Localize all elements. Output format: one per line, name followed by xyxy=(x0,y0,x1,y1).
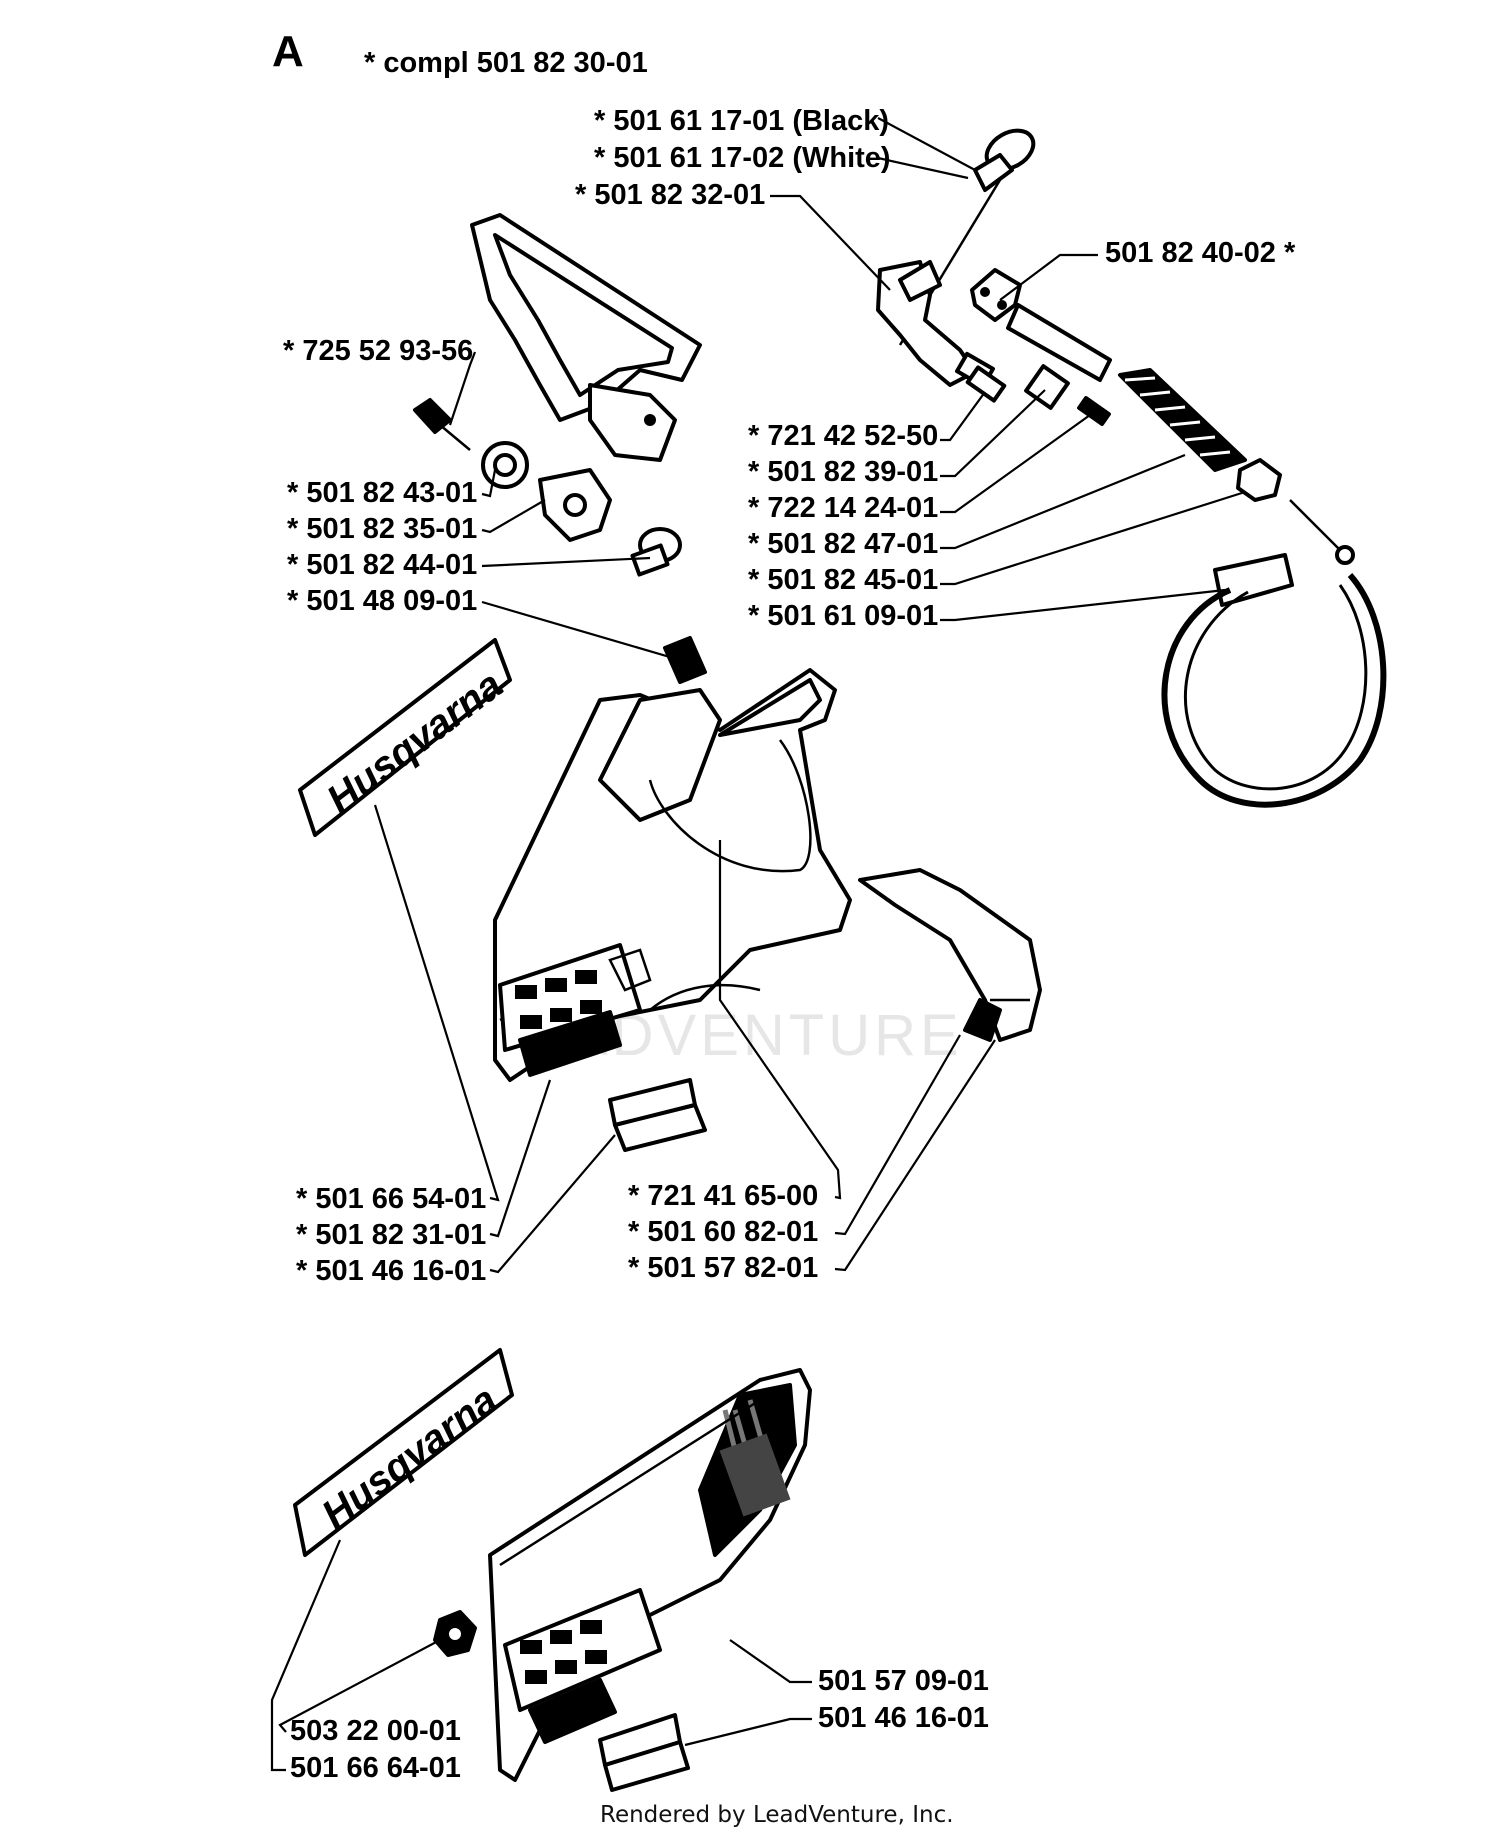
callout-501-60-82: * 501 60 82-01 xyxy=(628,1216,818,1248)
callout-721-41: * 721 41 65-00 xyxy=(628,1180,818,1212)
decal-upper-text: Husqvarna xyxy=(319,663,511,823)
callout-501-82-35: * 501 82 35-01 xyxy=(287,513,477,545)
hand-guard-part xyxy=(470,213,702,462)
callout-722-14: * 722 14 24-01 xyxy=(748,492,938,524)
callout-cover-upper: * 501 82 31-01 xyxy=(296,1219,486,1251)
pad-lower-part xyxy=(598,1713,690,1792)
leader-lines-lower xyxy=(270,1539,812,1772)
callout-501-82-44: * 501 82 44-01 xyxy=(287,549,477,581)
kit-label: * compl 501 82 30-01 xyxy=(364,47,648,79)
nut-part xyxy=(481,441,529,489)
callout-721-42: * 721 42 52-50 xyxy=(748,420,938,452)
decal-lower-text: Husqvarna xyxy=(314,1378,506,1538)
pin-part xyxy=(663,636,707,684)
callout-lever: * 501 82 32-01 xyxy=(575,179,765,211)
pad-upper-part xyxy=(608,1078,707,1152)
clutch-cover-upper-part xyxy=(493,668,852,1082)
callout-pad-lower: 501 46 16-01 xyxy=(818,1702,989,1734)
callout-pad-upper: * 501 46 16-01 xyxy=(296,1255,486,1287)
callout-nut-lower: 503 22 00-01 xyxy=(290,1715,461,1747)
washer-part xyxy=(538,468,612,542)
chain-guard-part xyxy=(858,868,1042,1042)
clutch-cover-lower-part xyxy=(488,1368,812,1782)
callout-501-82-45: * 501 82 45-01 xyxy=(748,564,938,596)
callout-knob-white: * 501 61 17-02 (White) xyxy=(594,142,891,174)
decal-upper-part: Husqvarna xyxy=(298,638,512,837)
brake-band-part xyxy=(1161,553,1387,808)
callout-501-57-82: * 501 57 82-01 xyxy=(628,1252,818,1284)
screw-part xyxy=(413,398,471,451)
callout-knob-black: * 501 61 17-01 (Black) xyxy=(594,105,889,137)
callout-501-82-47: * 501 82 47-01 xyxy=(748,528,938,560)
callout-501-82-43: * 501 82 43-01 xyxy=(287,477,477,509)
callout-band: * 501 61 09-01 xyxy=(748,600,938,632)
callout-cover-lower: 501 57 09-01 xyxy=(818,1665,989,1697)
bushing-part xyxy=(630,527,682,577)
section-letter: A xyxy=(272,27,304,76)
callout-link: 501 82 40-02 * xyxy=(1105,237,1296,269)
nut-lower-part xyxy=(433,1610,477,1657)
link-rod-part xyxy=(970,268,1112,382)
callout-decal-upper: * 501 66 54-01 xyxy=(296,1183,486,1215)
callout-screw-725: * 725 52 93-56 xyxy=(283,335,473,367)
spring-part xyxy=(1118,368,1247,472)
callout-decal-lower: 501 66 64-01 xyxy=(290,1752,461,1784)
leader-lines-upper xyxy=(373,117,1246,1274)
callout-501-82-39: * 501 82 39-01 xyxy=(748,456,938,488)
decal-lower-part: Husqvarna xyxy=(293,1348,514,1557)
footer-credit: Rendered by LeadVenture, Inc. xyxy=(600,1802,954,1828)
callout-501-48-09: * 501 48 09-01 xyxy=(287,585,477,617)
